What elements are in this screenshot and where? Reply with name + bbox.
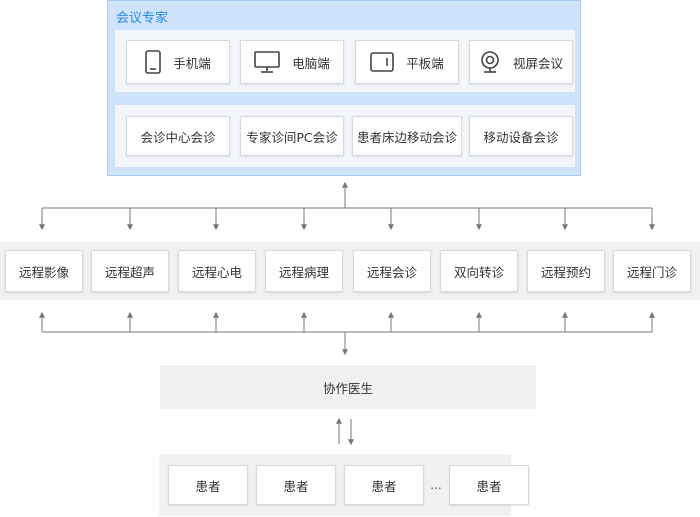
monitor-icon	[254, 51, 281, 73]
service-label: 远程会诊	[366, 264, 417, 280]
service-card[interactable]: 远程病理	[265, 250, 343, 292]
service-card[interactable]: 双向转诊	[440, 250, 518, 292]
service-card[interactable]: 远程门诊	[613, 250, 691, 292]
ellipsis: ...	[430, 478, 442, 492]
patient-label: 患者	[476, 478, 502, 494]
consult-mode-card[interactable]: 患者床边移动会诊	[352, 116, 462, 156]
device-card-video[interactable]: 视屏会议	[469, 40, 573, 84]
service-label: 远程心电	[191, 264, 242, 280]
consult-mode-label: 患者床边移动会诊	[356, 129, 457, 145]
consult-mode-label: 移动设备会诊	[483, 129, 559, 145]
service-card[interactable]: 远程预约	[527, 250, 605, 292]
device-label: 电脑端	[292, 55, 330, 71]
patient-label: 患者	[195, 478, 221, 494]
service-label: 远程病理	[278, 264, 329, 280]
service-label: 远程预约	[540, 264, 591, 280]
device-card-pc[interactable]: 电脑端	[240, 40, 344, 84]
patient-label: 患者	[283, 478, 309, 494]
patient-card[interactable]: 患者	[344, 465, 424, 505]
collab-band	[160, 365, 536, 409]
device-card-tablet[interactable]: 平板端	[355, 40, 459, 84]
patient-label: 患者	[371, 478, 397, 494]
tablet-icon	[370, 52, 395, 72]
patient-card[interactable]: 患者	[168, 465, 248, 505]
collab-doctor-label[interactable]: 协作医生	[322, 380, 373, 396]
service-label: 双向转诊	[453, 264, 504, 280]
service-label: 远程影像	[18, 264, 69, 280]
device-label: 手机端	[173, 55, 211, 71]
consult-mode-label: 专家诊间PC会诊	[246, 129, 338, 145]
consult-mode-card[interactable]: 专家诊间PC会诊	[240, 116, 344, 156]
consult-mode-card[interactable]: 移动设备会诊	[469, 116, 573, 156]
service-label: 远程超声	[104, 264, 155, 280]
expert-panel-title: 会议专家	[116, 11, 169, 26]
consult-mode-label: 会诊中心会诊	[140, 129, 216, 145]
webcam-icon	[481, 51, 499, 73]
device-card-phone[interactable]: 手机端	[126, 40, 230, 84]
service-label: 远程门诊	[626, 264, 677, 280]
device-label: 平板端	[406, 55, 444, 71]
patient-card[interactable]: 患者	[256, 465, 336, 505]
service-card[interactable]: 远程会诊	[353, 250, 431, 292]
phone-icon	[145, 50, 162, 74]
service-card[interactable]: 远程心电	[178, 250, 256, 292]
service-card[interactable]: 远程影像	[5, 250, 83, 292]
consult-mode-card[interactable]: 会诊中心会诊	[126, 116, 230, 156]
device-label: 视屏会议	[512, 55, 563, 71]
patient-card[interactable]: 患者	[449, 465, 529, 505]
service-card[interactable]: 远程超声	[91, 250, 169, 292]
